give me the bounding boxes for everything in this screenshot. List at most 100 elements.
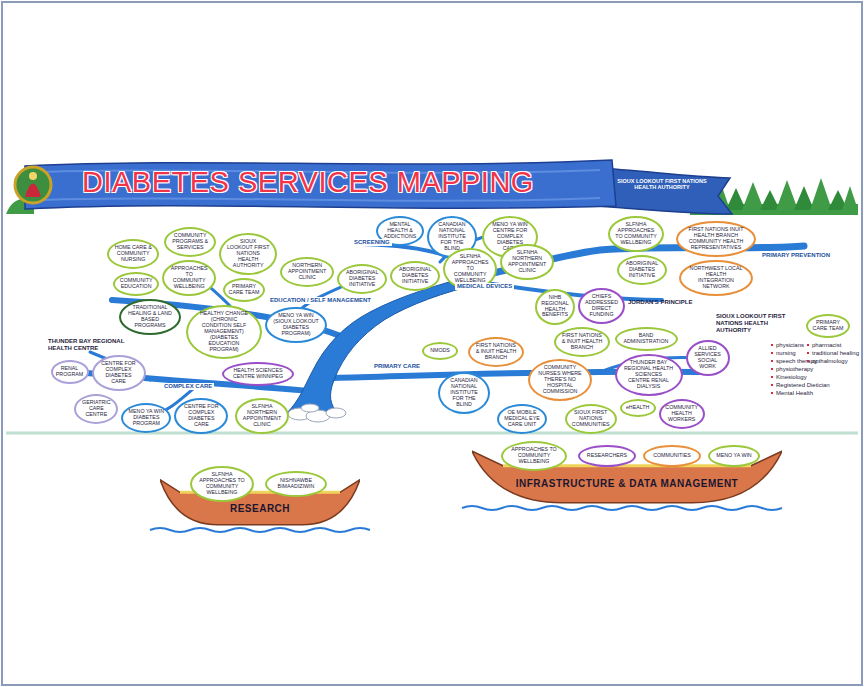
circle-label: COMMUNITY HEALTH WORKERS [665,405,699,423]
text-group: ABORIGINAL DIABETES INITIATIVE [397,267,434,285]
service-circle: ABORIGINAL DIABETES INITIATIVE [390,261,440,291]
text-group: MENTAL HEALTH & ADDICTIONS [382,222,418,240]
circle-label: HEALTHY CHANGE (CHRONIC CONDITION SELF M… [196,311,252,352]
service-circle: CHIEFS ADDRESSED DIRECT FUNDING [578,288,625,324]
list-item: Kinesiology [770,374,807,381]
text-group: CHIEFS ADDRESSED DIRECT FUNDING [584,294,619,318]
service-circle: SLFNHA APPROACHES TO COMMUNITY WELLBEING [608,216,664,252]
text-group: SLFNHA APPROACHES TO COMMUNITY WELLBEING [450,254,490,284]
list-item: traditional healing [806,350,859,357]
circle-label: SLFNHA NORTHERN APPOINTMENT CLINIC [507,250,547,274]
circle-label: SIOUX FIRST NATIONS COMMUNITIES [571,410,609,428]
service-circle: GERIATRIC CARE CENTRE [74,394,118,424]
service-circle: APPROACHES TO COMMUNITY WELLBEING [501,441,567,471]
circle-label: APPROACHES TO COMMUNITY WELLBEING [169,266,209,290]
wave [150,528,370,532]
text-group: BAND ADMINISTRATION [623,333,670,345]
service-circle: NIHB REGIONAL HEALTH BENEFITS [535,289,575,325]
text-group: CENTRE FOR COMPLEX DIABETES CARE [181,404,221,428]
service-circle: THUNDER BAY REGIONAL HEALTH SCIENCES CEN… [615,354,683,396]
circle-label: SLFNHA APPROACHES TO COMMUNITY WELLBEING [450,254,490,284]
list-item: opthalmology [806,358,848,365]
service-circle: SLFNHA APPROACHES TO COMMUNITY WELLBEING [190,466,254,502]
circle-label: THUNDER BAY REGIONAL HEALTH SCIENCES CEN… [623,360,673,390]
circle-label: TRADITIONAL HEALING & LAND BASED PROGRAM… [127,305,173,329]
pine [810,178,832,210]
text-group: CENTRE FOR COMPLEX DIABETES CARE [99,361,139,385]
service-circle: FIRST NATIONS & INUIT HEALTH BRANCH [554,327,610,357]
service-circle: HEALTHY CHANGE (CHRONIC CONDITION SELF M… [186,305,262,359]
circle-label: NORTHERN APPOINTMENT CLINIC [287,263,327,281]
service-circle: CENTRE FOR COMPLEX DIABETES CARE [174,398,228,434]
service-circle: eHEALTH [620,399,656,417]
circle-label: FIRST NATIONS & INUIT HEALTH BRANCH [475,343,516,361]
text-group: SLFNHA APPROACHES TO COMMUNITY WELLBEING [615,222,656,246]
service-circle: SLFNHA NORTHERN APPOINTMENT CLINIC [235,398,289,434]
text-group: OE MOBILE MEDICAL EYE CARE UNIT [504,410,541,428]
branch-label: MEDICAL DEVICES [455,283,514,290]
circle-label: OE MOBILE MEDICAL EYE CARE UNIT [504,410,541,428]
text-group: SIOUX LOOKOUT FIRST NATIONS HEALTH AUTHO… [227,239,270,269]
service-circle: APPROACHES TO COMMUNITY WELLBEING [162,260,216,296]
circle-label: COMMUNITIES [651,453,694,459]
circle-label: PRIMARY CARE TEAM [228,284,259,296]
service-circle: OE MOBILE MEDICAL EYE CARE UNIT [497,404,547,434]
text-group: NORTHERN APPOINTMENT CLINIC [287,263,327,281]
circle-label: NISHNAWBE BIMAADIZIWIN [273,478,319,490]
circle-label: NIHB REGIONAL HEALTH BENEFITS [540,295,570,319]
service-circle: SIOUX LOOKOUT FIRST NATIONS HEALTH AUTHO… [219,233,277,275]
circle-label: GERIATRIC CARE CENTRE [80,400,113,418]
text-group: SIOUX FIRST NATIONS COMMUNITIES [571,410,609,428]
service-circle: RENAL PROGRAM [51,360,89,384]
service-circle: NISHNAWBE BIMAADIZIWIN [265,471,327,497]
service-circle: MENO YA WIN [708,445,760,467]
note-label: THUNDER BAY REGIONAL HEALTH CENTRE [48,338,130,352]
service-circle: NORTHWEST LOCAL HEALTH INTEGRATION NETWO… [679,260,753,296]
banner-tail [596,168,732,214]
circle-label: SLFNHA NORTHERN APPOINTMENT CLINIC [242,404,282,428]
text-group: MENO YA WIN (SIOUX LOOKOUT DIABETES PROG… [273,313,319,337]
canoe-boat: INFRASTRUCTURE & DATA MANAGEMENTAPPROACH… [472,438,782,504]
pine [760,190,780,210]
circle-label: CENTRE FOR COMPLEX DIABETES CARE [99,361,139,385]
logo-head [29,172,37,180]
circle-label: SIOUX LOOKOUT FIRST NATIONS HEALTH AUTHO… [227,239,270,269]
service-circle: NORTHERN APPOINTMENT CLINIC [280,257,334,287]
circle-label: MENTAL HEALTH & ADDICTIONS [382,222,418,240]
text-group: PRIMARY CARE TEAM [228,284,259,296]
text-group: SLFNHA NORTHERN APPOINTMENT CLINIC [242,404,282,428]
text-group: HOME CARE & COMMUNITY NURSING [114,245,152,263]
circle-label: HOME CARE & COMMUNITY NURSING [114,245,152,263]
text-group: NORTHWEST LOCAL HEALTH INTEGRATION NETWO… [689,266,744,290]
service-circle: RESEARCHERS [578,445,636,467]
splash-puff [326,408,346,418]
service-circle: HEALTH SCIENCES CENTRE WINNIPEG [222,362,294,386]
circle-label: NMODS [427,348,454,354]
service-circle: FIRST NATIONS & INUIT HEALTH BRANCH [468,337,524,367]
pine [776,180,798,210]
text-group: CANADIAN NATIONAL INSTITUTE FOR THE BLIN… [445,378,483,408]
banner [15,160,732,214]
list-item: Registered Dietician [770,382,830,389]
list-item: physicians [770,342,804,349]
splash [288,404,346,422]
circle-label: ALLIED SERVICES SOCIAL WORK [691,346,724,370]
text-group: ABORIGINAL DIABETES INITIATIVE [624,261,661,279]
text-group: COMMUNITIES [651,453,694,459]
ribbon-stroke [40,198,600,201]
circle-label: HEALTH SCIENCES CENTRE WINNIPEG [231,368,284,380]
banner-note: SIOUX LOOKOUT FIRST NATIONS HEALTH AUTHO… [612,178,712,191]
tree-branches [58,232,804,418]
wave [462,506,782,510]
service-circle: ABORIGINAL DIABETES INITIATIVE [337,264,387,294]
service-circle: FIRST NATIONS INUIT HEALTH BRANCH COMMUN… [676,221,756,257]
text-group: eHEALTH [624,405,651,411]
text-group: APPROACHES TO COMMUNITY WELLBEING [510,447,559,465]
circle-label: ABORIGINAL DIABETES INITIATIVE [624,261,661,279]
text-group: COMMUNITY EDUCATION [119,278,153,290]
logo [15,167,51,203]
circle-label: SLFNHA APPROACHES TO COMMUNITY WELLBEING [198,472,245,496]
service-circle: ABORIGINAL DIABETES INITIATIVE [617,255,667,285]
